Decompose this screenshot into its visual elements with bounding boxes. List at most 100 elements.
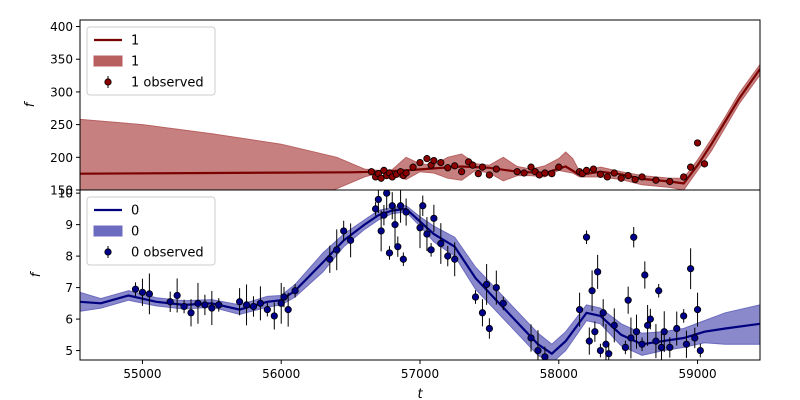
bottom-observed-point <box>691 334 699 342</box>
bottom-x-tick-label: 57000 <box>401 367 439 381</box>
bottom-y-tick-label: 5 <box>65 344 73 358</box>
bottom-observed-point <box>437 239 445 248</box>
bottom-observed-point <box>451 255 459 263</box>
bottom-observed-point <box>646 315 654 323</box>
top-y-tick-label: 200 <box>50 151 73 165</box>
top-y-tick-label: 400 <box>50 20 73 34</box>
bottom-observed-point <box>284 306 292 314</box>
bottom-observed-point <box>166 298 174 306</box>
top-observed-point <box>527 163 535 171</box>
bottom-y-axis-label: f <box>29 270 44 277</box>
bottom-observed-point <box>680 312 688 320</box>
bottom-observed-point <box>624 296 632 304</box>
bottom-y-tick-label: 6 <box>65 313 73 327</box>
bottom-observed-point <box>180 302 188 311</box>
top-legend: 111 observed <box>86 26 216 96</box>
bottom-observed-point <box>643 321 652 329</box>
top-observed-point <box>624 172 632 180</box>
bottom-observed-point <box>444 252 452 260</box>
bottom-x-tick-label: 56000 <box>262 367 300 381</box>
top-observed-point <box>610 169 618 177</box>
top-observed-point <box>596 170 605 178</box>
top-observed-point <box>541 169 549 177</box>
bottom-observed-point <box>419 202 427 210</box>
bottom-observed-point <box>660 328 668 336</box>
bottom-observed-point <box>131 285 140 293</box>
bottom-observed-point <box>333 246 341 254</box>
bottom-x-tick-label: 58000 <box>540 367 578 381</box>
bottom-observed-point <box>215 301 223 309</box>
bottom-observed-point <box>693 306 702 314</box>
top-observed-point <box>423 155 431 163</box>
bottom-observed-point <box>621 343 629 352</box>
bottom-observed-point <box>630 233 638 241</box>
bottom-x-axis-label: t <box>417 387 423 400</box>
bottom-observed-point <box>385 249 394 257</box>
bottom-y-tick-label: 8 <box>65 250 73 264</box>
top-observed-point <box>367 168 376 176</box>
bottom-observed-point <box>485 324 493 333</box>
bottom-observed-point <box>483 280 491 289</box>
bottom-observed-point <box>594 268 602 276</box>
bottom-observed-point <box>682 340 691 348</box>
bottom-observed-point <box>270 312 278 320</box>
bottom-y-tick-label: 9 <box>65 218 73 232</box>
bottom-observed-point <box>596 346 605 355</box>
bottom-observed-point <box>249 302 258 311</box>
top-observed-point <box>693 139 702 147</box>
bottom-legend-point-swatch <box>104 248 112 256</box>
bottom-observed-point <box>380 211 388 219</box>
bottom-observed-point <box>527 334 535 342</box>
bottom-observed-point <box>416 224 424 232</box>
bottom-x-tick-label: 59000 <box>678 367 716 381</box>
bottom-observed-point <box>280 293 288 301</box>
top-observed-point <box>478 163 487 171</box>
bottom-y-tick-label: 7 <box>65 281 73 295</box>
bottom-observed-point <box>388 202 396 210</box>
bottom-observed-point <box>673 324 681 333</box>
top-observed-point <box>409 163 417 171</box>
bottom-observed-point <box>591 328 599 336</box>
bottom-observed-point <box>394 243 402 251</box>
bottom-legend-band-swatch <box>93 225 123 237</box>
top-observed-point <box>513 168 521 176</box>
bottom-observed-point <box>173 291 181 300</box>
top-observed-point <box>485 171 493 179</box>
bottom-observed-point <box>430 214 438 222</box>
bottom-observed-point <box>145 290 153 298</box>
top-observed-point <box>451 162 459 170</box>
top-observed-point <box>700 160 709 168</box>
top-observed-point <box>582 166 591 174</box>
bottom-observed-point <box>641 271 649 279</box>
top-observed-point <box>638 173 646 181</box>
top-observed-point <box>416 158 424 167</box>
top-observed-point <box>652 176 660 184</box>
bottom-observed-point <box>383 190 391 197</box>
top-observed-point <box>458 168 466 176</box>
bottom-observed-point <box>208 304 216 312</box>
top-observed-point <box>548 170 556 178</box>
bottom-observed-point <box>263 306 271 314</box>
top-observed-point <box>520 169 528 177</box>
bottom-observed-point <box>687 265 695 273</box>
bottom-observed-point <box>326 255 334 263</box>
bottom-observed-point <box>632 328 641 336</box>
bottom-observed-point <box>605 350 613 358</box>
bottom-observed-point <box>652 337 660 345</box>
bottom-observed-point <box>627 334 635 342</box>
top-observed-point <box>680 173 688 181</box>
bottom-observed-point <box>471 293 480 301</box>
bottom-observed-point <box>666 343 674 352</box>
bottom-observed-point <box>291 287 299 295</box>
top-legend-point-swatch <box>104 78 112 86</box>
bottom-observed-point <box>582 233 591 241</box>
top-observed-point <box>555 163 563 171</box>
bottom-observed-point <box>277 299 285 307</box>
bottom-legend-label: 0 <box>131 204 139 219</box>
bottom-observed-point <box>194 299 202 307</box>
bottom-observed-point <box>588 287 596 295</box>
